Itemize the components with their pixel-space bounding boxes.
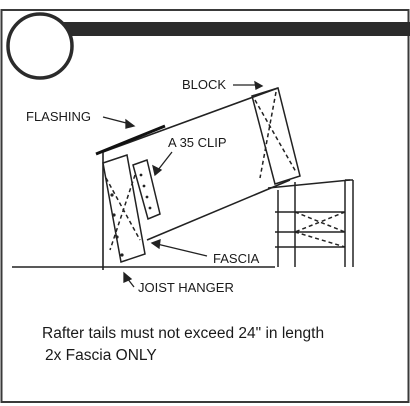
fascia-board xyxy=(102,154,146,263)
a35-clip xyxy=(132,159,161,221)
label-a35-clip: A 35 CLIP xyxy=(168,135,227,150)
caption-line-1: Rafter tails must not exceed 24" in leng… xyxy=(42,325,325,342)
header-bar xyxy=(40,22,410,36)
rafter xyxy=(102,87,291,270)
wall-framing xyxy=(267,179,354,267)
label-block: BLOCK xyxy=(182,77,226,92)
block xyxy=(251,87,301,185)
label-flashing: FLASHING xyxy=(26,109,91,124)
card-border xyxy=(0,9,410,403)
label-joist-hanger: JOIST HANGER xyxy=(138,280,234,295)
flashing-line xyxy=(95,124,166,156)
step-badge-circle xyxy=(6,12,74,80)
label-fascia: FASCIA xyxy=(213,251,260,266)
caption: Rafter tails must not exceed 24" in leng… xyxy=(42,323,392,367)
fascia-nails xyxy=(110,193,124,257)
caption-line-2: 2x Fascia ONLY xyxy=(45,347,157,364)
leaders xyxy=(102,80,264,288)
